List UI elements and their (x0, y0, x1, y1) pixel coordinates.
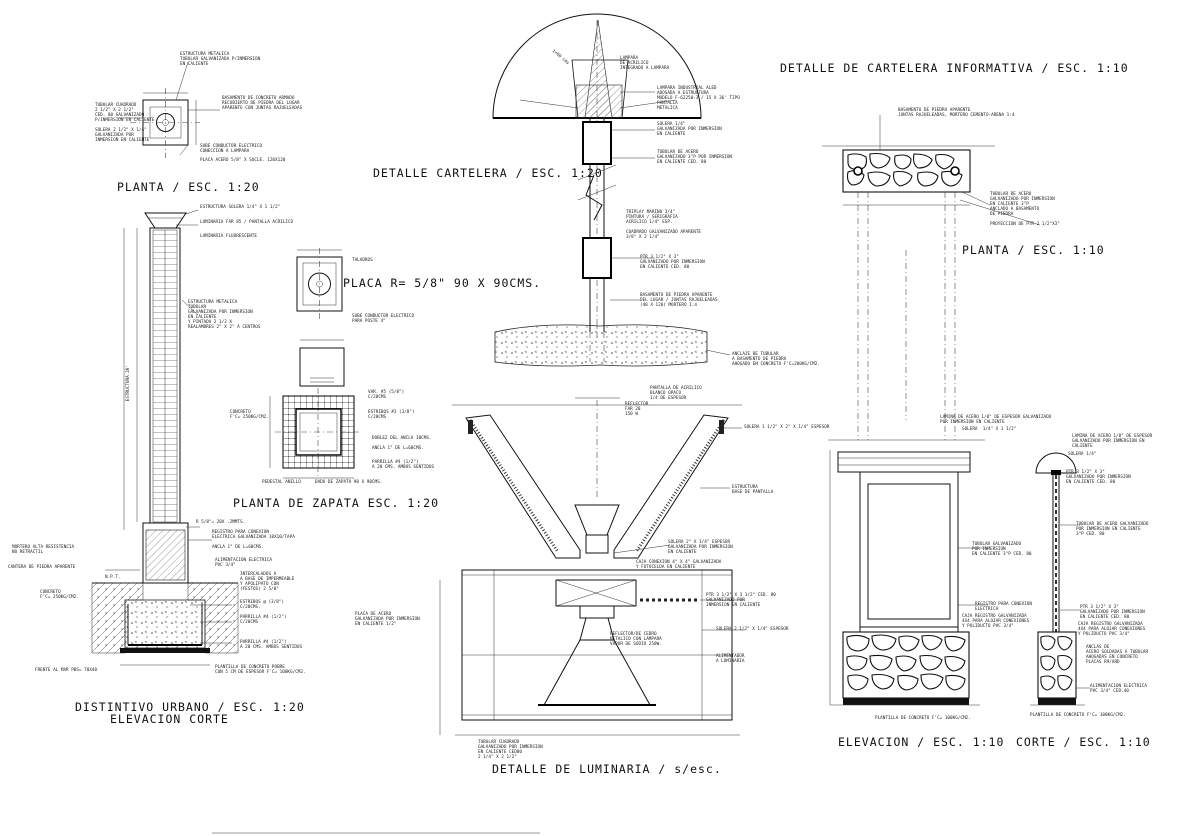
cartelera-detail (492, 13, 708, 367)
note-solera-galvanizada: SOLERA 2 1/2" X 1/4" GALVANIZADA POR INM… (95, 128, 150, 143)
title-corte: CORTE / ESC. 1:10 (1016, 735, 1151, 749)
note-proyeccion-ptr: PROYECCION DE PTR 2 1/2"X3" (990, 222, 1060, 227)
note-alimentacion-corte: ALIMENTACION ELECTRICA PVC 3/4" CED.40 (1090, 684, 1147, 694)
note-anclaje-tubular: ANCLAJE DE TUBULAR A BASAMENTO DE PIEDRA… (732, 352, 820, 367)
note-concreto-distintivo: CONCRETO F'C= 250KG/CM2. (40, 590, 79, 600)
note-placa-acero: PLACA ACERO 5/8" X SOCLE. 120X120 (200, 158, 286, 163)
title-planta-zapata: PLANTA DE ZAPATA ESC. 1:20 (233, 496, 440, 510)
note-estructura-pantalla: ESTRUCTURA BASE DE PANTALLA (732, 485, 774, 495)
note-alimentacion-electrica: ALIMENTACION ELECTRICA PVC 3/4" (215, 558, 272, 568)
note-lampara-industrial: LAMPARA INDUSTRIAL ALED ADOSADA A ESTRUC… (657, 86, 740, 111)
note-tubular-corte: TUBULAR DE ACERO GALVANIZADO POR INMERSI… (1076, 522, 1149, 537)
note-basamento-concreto: BASAMENTO DE CONCRETO ARMADO RECUBIERTO … (222, 96, 303, 111)
title-planta-distintivo: PLANTA / ESC. 1:20 (117, 180, 260, 194)
note-estribos-3: ESTRIBOS #3 (3/8") C/20CMS (368, 410, 415, 420)
note-solera-cartelera: SOLERA 1/4" GALVANIZADA POR INMERSION EN… (657, 122, 722, 137)
note-solera-dos: SOLERA 2 1/2" X 1/4" ESPESOR (716, 627, 789, 632)
note-tubular-cuadrado: TUBULAR CUADRADO 2 1/2" X 2 1/2" CED. 80… (95, 103, 155, 123)
note-lampara-acrilico: LAMPARA DE ACRILICO INTEGRADO A LAMPARA (620, 56, 670, 71)
note-plantilla-info: PLANTILLA DE CONCRETO F'C= 100KG/CM2. (875, 716, 971, 721)
note-solera-luminaria: SOLERA 1 1/2" X 2" X 1/4" ESPESOR (744, 425, 830, 430)
title-detalle-luminaria: DETALLE DE LUMINARIA / s/esc. (492, 762, 722, 776)
note-ancla-zapata: ANCLA 1" DE L=60CMS. (372, 446, 424, 451)
note-placa-acero-luminaria: PLACA DE ACERO GALVANIZADA POR INMERSION… (355, 612, 420, 627)
note-cuadrado-galvanizado: CUADRADO GALVANIZADO APARENTE 3/8" X 2 1… (626, 230, 702, 240)
note-r-five-eighths: R 5/8"= 20X .2MMTS. (196, 520, 246, 525)
note-solera-info: SOLERA 1/4" X 1 1/2" (962, 427, 1017, 432)
note-tubular-galvanizado-info: TUBULAR GALVANIZADO POR INMERSION EN CAL… (972, 542, 1032, 557)
note-tubular-acero: TUBULAR DE ACERO GALVANIZADO 3"P POR INM… (657, 150, 733, 165)
note-mortero: MORTERO ALTA RESISTENCIA NO RETRACTIL (12, 545, 75, 555)
note-parrilla-b: PARRILLA #4 (1/2") A 20 CMS. AMBOS SENTI… (240, 640, 303, 650)
note-doblez-ancla: DOBLEZ DEL ANCLA 30CMS. (372, 436, 432, 441)
title-detalle-cartelera: DETALLE CARTELERA / ESC. 1:20 (373, 166, 603, 180)
note-solera-corte: SOLERA 1/4" (1068, 452, 1097, 457)
note-estribos: ESTRIBOS @ (3/8") C/20CMS. (240, 600, 284, 610)
note-triplay-marino: TRIPLAY MARINO 3/4" PINTURA / SERIGRAFIA… (626, 210, 678, 225)
note-ptr-corte: PTR 3 1/2" X 3" GALVANIZADO POR INMERSIO… (1080, 605, 1145, 620)
leader-lines (118, 91, 1090, 689)
note-luminaria-fluorescente: LUMINARIA FLUORESCENTE (200, 234, 257, 239)
info-corte (1030, 452, 1085, 706)
note-caja-conexion: CAJA CONEXION 4" X 4" GALVANIZADA Y FOTO… (636, 560, 722, 570)
note-anclas-acero: ANCLAS DE ACERO SOLDADAS A TUBULAR AHOGA… (1086, 645, 1149, 665)
note-caja-registro-corte: CAJA REGISTRO GALVANIZADA 4X4 PARA ALOJA… (1078, 622, 1146, 637)
note-basamento-info: BASAMENTO DE PIEDRA APARENTE JUNTAS RAJU… (898, 108, 1015, 118)
note-tubular-luminaria: TUBULAR CUADRADO GALVANIZADO POR INMERSI… (478, 740, 543, 760)
title-elevacion: ELEVACION / ESC. 1:10 (838, 735, 1005, 749)
note-registro-conexion: REGISTRO PARA CONEXION ELECTRICA GALVANI… (212, 530, 295, 540)
info-planta (822, 145, 995, 440)
note-caja-registro-info: CAJA REGISTRO GALVANIZADA 4X4 PARA ALOJA… (962, 614, 1030, 629)
note-npt: N.P.T. (105, 575, 121, 580)
note-dado-zapata: DADO DE ZAPATA 90 X 90CMS. (315, 480, 383, 485)
note-intercalados: INTERCALADOS A A BASE DE IMPERMEABLE Y A… (240, 572, 295, 592)
note-solera-espesor: SOLERA 2" X 1/4" ESPESOR GALVANIZADA POR… (668, 540, 733, 555)
note-reflector-far: REFLECTOR FAR 20 150 W (625, 402, 649, 417)
distintivo-elevacion (91, 212, 239, 666)
note-basamento-piedra: BASAMENTO DE PIEDRA APARENTE DEL LUGAR /… (640, 293, 718, 308)
title-distintivo-urbano: DISTINTIVO URBANO / ESC. 1:20 (75, 700, 305, 714)
note-plantilla-corte: PLANTILLA DE CONCRETO F'C= 100KG/CM2. (1030, 713, 1126, 718)
note-tubular-info: TUBULAR DE ACERO GALVANIZADO POR INMERSI… (990, 192, 1055, 217)
note-ptr-luminaria: PTR 3 1/2" X 3 1/2" CED. 80 GALVANIZADO … (706, 593, 776, 608)
note-estructura-solera: ESTRUCTURA SOLERA 1/4" X 1 1/2" (200, 205, 281, 210)
placa-plan (296, 248, 343, 322)
note-taladros: TALADROS (352, 258, 373, 263)
note-pantalla-acrilico: PANTALLA DE ACRILICO BLANCO OPACO 1/4 DE… (650, 386, 702, 401)
note-registro-info: REGISTRO PARA CONEXION ELECTRICA (975, 602, 1032, 612)
note-plantilla-concreto: PLANTILLA DE CONCRETO POBRE CON 5 CM DE … (215, 665, 306, 675)
note-sube-conductor-poste: SUBE CONDUCTOR ELECTRICO PARA POSTE 4" (352, 314, 415, 324)
note-parrilla-zapata: PARRILLA #4 (1/2") A 20 CMS. AMBOS SENTI… (372, 460, 435, 470)
note-estructura-vertical: ESTRUCTURA 20' (126, 365, 131, 402)
note-sube-conductor: SUBE CONDUCTOR ELECTRICO CONECCION A LAM… (200, 144, 263, 154)
title-cartelera-informativa: DETALLE DE CARTELERA INFORMATIVA / ESC. … (780, 61, 1129, 75)
note-ptr-corte-top: PTR 3 1/2" X 3" GALVANIZADO POR INMERSIO… (1066, 470, 1131, 485)
title-planta-info: PLANTA / ESC. 1:10 (962, 243, 1105, 257)
note-pedestal: PEDESTAL ANILLO (262, 480, 301, 485)
note-frente-al-mar: FRENTE AL MAR PBS= 70X40 (35, 668, 98, 673)
note-cantera-piedra: CANTERA DE PIEDRA APARENTE (8, 565, 76, 570)
note-luminaria-far: LUMINARIA FAR 85 / PANTALLA ACRILICO (200, 220, 294, 225)
distintivo-planta (130, 61, 200, 158)
note-concreto-zapata: CONCRETO F'C= 250KG/CM2. (230, 410, 269, 420)
note-estructura-tubular: ESTRUCTURA METALICA TUBULAR GALVANIZADA … (188, 300, 261, 330)
note-alimentador: ALIMENTADOR A LUMINARIA (716, 654, 745, 664)
luminaria-detail (439, 397, 742, 736)
note-lamina-acero-corte: LAMINA DE ACERO 1/8" DE ESPESOR GALVANIZ… (1072, 434, 1153, 449)
note-ptr-cartelera: PTR 3 1/2" X 3" GALVANIZADO POR INMERSIO… (640, 255, 705, 270)
zapata-plan (269, 339, 362, 479)
note-parrilla-a: PARRILLA #4 (1/2") C/20CMS (240, 615, 287, 625)
note-estructura-metalica: ESTRUCTURA METALICA TUBULAR GALVANIZADA … (180, 52, 261, 67)
note-lamina-acero-info: LAMINA DE ACERO 1/8" DE ESPESOR GALVANIZ… (940, 415, 1052, 425)
note-ancla: ANCLA 1" DE L=60CMS. (212, 545, 264, 550)
title-elevacion-corte: ELEVACION CORTE (110, 712, 229, 726)
info-elevacion (828, 439, 985, 706)
note-var-5: VAR. #5 (5/8") C/20CMS (368, 390, 405, 400)
title-placa: PLACA R= 5/8" 90 X 90CMS. (343, 276, 542, 290)
note-reflector-cedro: REFLECTOR/DE CEDRO METALICO CON LAMPARA … (610, 632, 662, 647)
